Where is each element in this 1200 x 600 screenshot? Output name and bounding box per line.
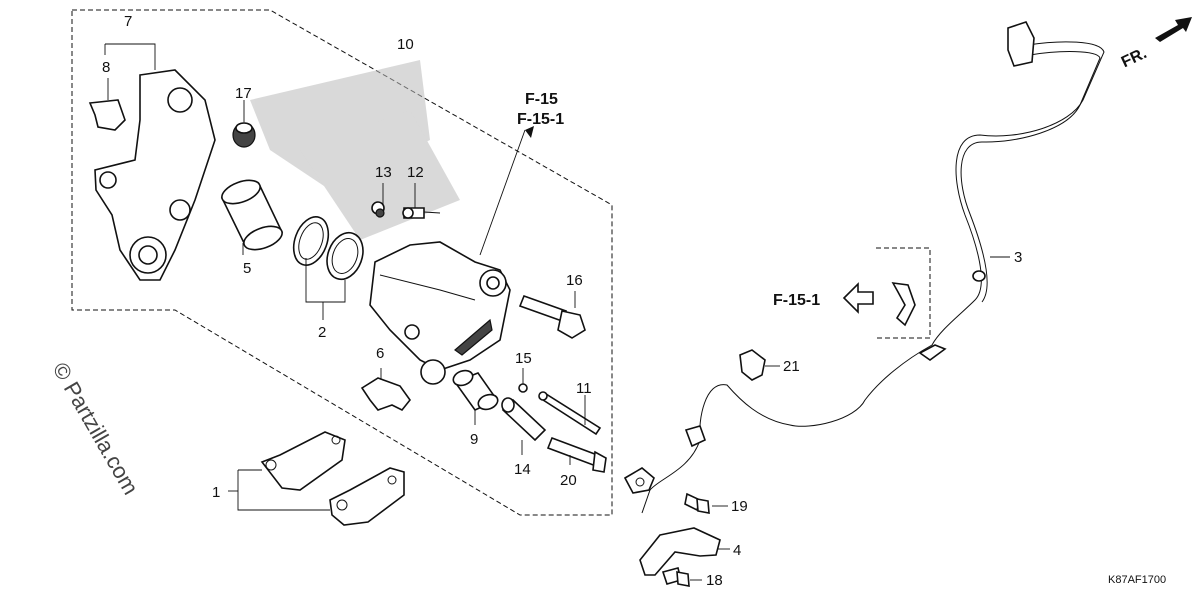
abs-sensor-head[interactable] bbox=[623, 467, 655, 494]
callout-11: 11 bbox=[576, 380, 592, 397]
ref-f15-1-pointer: F-15-1 bbox=[773, 292, 820, 309]
bleeder-cap-part-13[interactable] bbox=[371, 201, 385, 218]
callout-14: 14 bbox=[514, 461, 531, 478]
boot-part-17[interactable] bbox=[232, 122, 256, 148]
pin-bolt-part-16[interactable] bbox=[518, 294, 586, 339]
pad-spring-part-8[interactable] bbox=[88, 99, 126, 131]
stay-bolt-part-18[interactable] bbox=[661, 567, 690, 587]
pin-bolt-part-20[interactable] bbox=[546, 436, 607, 473]
callout-12: 12 bbox=[407, 164, 424, 181]
callout-20: 20 bbox=[560, 472, 577, 489]
o-ring-part-15[interactable] bbox=[518, 383, 528, 393]
caliper-pin-part-11[interactable] bbox=[538, 391, 602, 436]
callout-15: 15 bbox=[515, 350, 532, 367]
callout-5: 5 bbox=[243, 260, 251, 277]
callout-16: 16 bbox=[566, 272, 583, 289]
fr-label: FR. bbox=[1119, 45, 1150, 71]
piston-part-5[interactable] bbox=[219, 176, 285, 254]
diagram-code: K87AF1700 bbox=[1108, 574, 1166, 586]
callout-1: 1 bbox=[212, 484, 220, 501]
f15-arrow bbox=[525, 126, 534, 138]
ref-f15: F-15 bbox=[525, 91, 558, 108]
piston-seal-set-part-2[interactable] bbox=[287, 212, 369, 284]
caliper-bracket-part-7[interactable] bbox=[94, 69, 216, 281]
callout-7: 7 bbox=[124, 13, 132, 30]
callout-3: 3 bbox=[1014, 249, 1022, 266]
f15-1-clamp-inset bbox=[876, 247, 931, 339]
callout-4: 4 bbox=[733, 542, 741, 559]
f15-1-pointer-arrow bbox=[842, 282, 874, 314]
abs-sensor-wire-part-3[interactable] bbox=[641, 21, 1105, 514]
callout-6: 6 bbox=[376, 345, 384, 362]
sleeve-part-14[interactable] bbox=[501, 397, 547, 442]
callout-2: 2 bbox=[318, 324, 326, 341]
wire-stay-part-4[interactable] bbox=[639, 527, 721, 576]
callout-17: 17 bbox=[235, 85, 252, 102]
assembly-boundary bbox=[71, 9, 613, 516]
pad-retainer-part-6[interactable] bbox=[360, 377, 412, 412]
callout-21: 21 bbox=[783, 358, 800, 375]
shading bbox=[250, 60, 460, 240]
brake-pad-set-part-1[interactable] bbox=[260, 431, 405, 526]
ref-f15-1: F-15-1 bbox=[517, 111, 564, 128]
caliper-body-part-10[interactable] bbox=[369, 241, 511, 385]
watermark: © Partzilla.com bbox=[48, 358, 144, 499]
callout-10: 10 bbox=[397, 36, 414, 53]
front-direction-indicator: FR. bbox=[1119, 17, 1192, 71]
wire-clamp-part-21[interactable] bbox=[739, 349, 766, 381]
sensor-bolt-part-19[interactable] bbox=[684, 492, 710, 514]
bleeder-screw-part-12[interactable] bbox=[402, 207, 425, 219]
callout-13: 13 bbox=[375, 164, 392, 181]
pin-boot-part-9[interactable] bbox=[451, 368, 500, 412]
callout-19: 19 bbox=[731, 498, 748, 515]
leader-lines bbox=[104, 43, 1010, 581]
callout-18: 18 bbox=[706, 572, 723, 589]
callout-9: 9 bbox=[470, 431, 478, 448]
callout-8: 8 bbox=[102, 59, 110, 76]
